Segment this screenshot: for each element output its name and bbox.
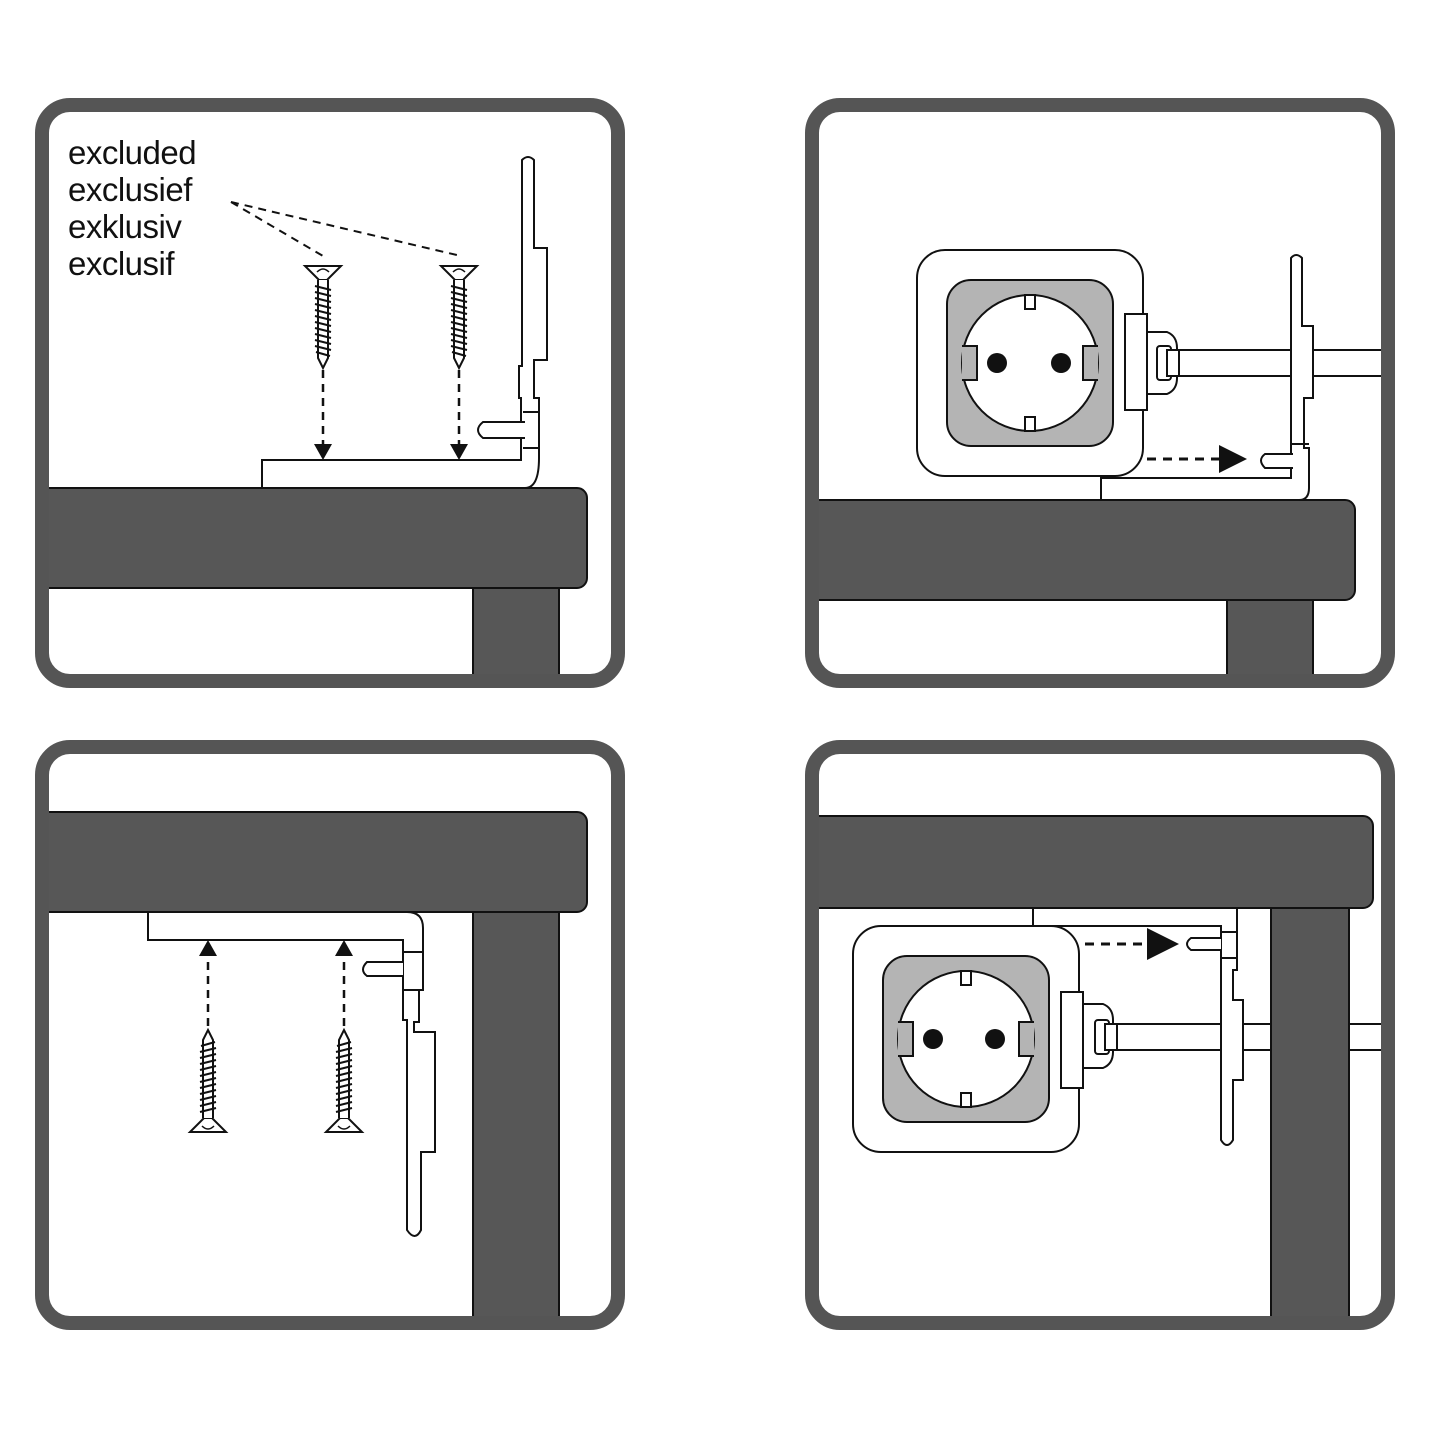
bracket-icon bbox=[147, 911, 436, 1237]
arrow-icon bbox=[450, 370, 468, 460]
arrow-icon bbox=[335, 940, 353, 1026]
desk-top bbox=[49, 811, 588, 913]
arrow-icon bbox=[1147, 445, 1247, 473]
note-line-exclusief: exclusief bbox=[68, 171, 193, 208]
note-line-excluded: excluded bbox=[68, 134, 196, 171]
step-4-panel bbox=[805, 740, 1395, 1330]
desk-top bbox=[49, 487, 588, 589]
bracket-icon bbox=[261, 156, 548, 489]
step-1-panel: excluded exclusief exklusiv exclusif bbox=[35, 98, 625, 688]
screw-icon bbox=[438, 265, 480, 371]
plug-icon bbox=[1156, 345, 1180, 381]
plug-icon bbox=[1094, 1019, 1118, 1055]
desk-top bbox=[819, 499, 1356, 601]
desk-leg bbox=[472, 889, 560, 1316]
step-3-panel bbox=[35, 740, 625, 1330]
bracket-icon bbox=[1032, 907, 1244, 1146]
desk-leg bbox=[472, 587, 560, 674]
arrow-icon bbox=[1085, 928, 1179, 960]
panel-frame bbox=[35, 98, 625, 688]
arrow-icon bbox=[199, 940, 217, 1026]
note-line-exclusif: exclusif bbox=[68, 245, 175, 282]
leader-lines bbox=[230, 201, 462, 257]
desk-leg bbox=[1270, 889, 1350, 1316]
arrow-icon bbox=[314, 370, 332, 460]
socket-icon bbox=[916, 249, 1178, 477]
panel-frame bbox=[805, 740, 1395, 1330]
step-2-panel bbox=[805, 98, 1395, 688]
cable bbox=[1176, 349, 1381, 377]
bracket-icon bbox=[1100, 254, 1314, 501]
panel-frame bbox=[805, 98, 1395, 688]
socket-icon bbox=[852, 925, 1114, 1153]
screw-icon bbox=[323, 1027, 365, 1133]
note-line-exklusiv: exklusiv bbox=[68, 208, 182, 245]
desk-leg bbox=[1226, 599, 1314, 674]
panel-frame bbox=[35, 740, 625, 1330]
desk-top bbox=[819, 815, 1374, 909]
cable bbox=[1104, 1023, 1381, 1051]
screw-icon bbox=[187, 1027, 229, 1133]
screw-icon bbox=[302, 265, 344, 371]
